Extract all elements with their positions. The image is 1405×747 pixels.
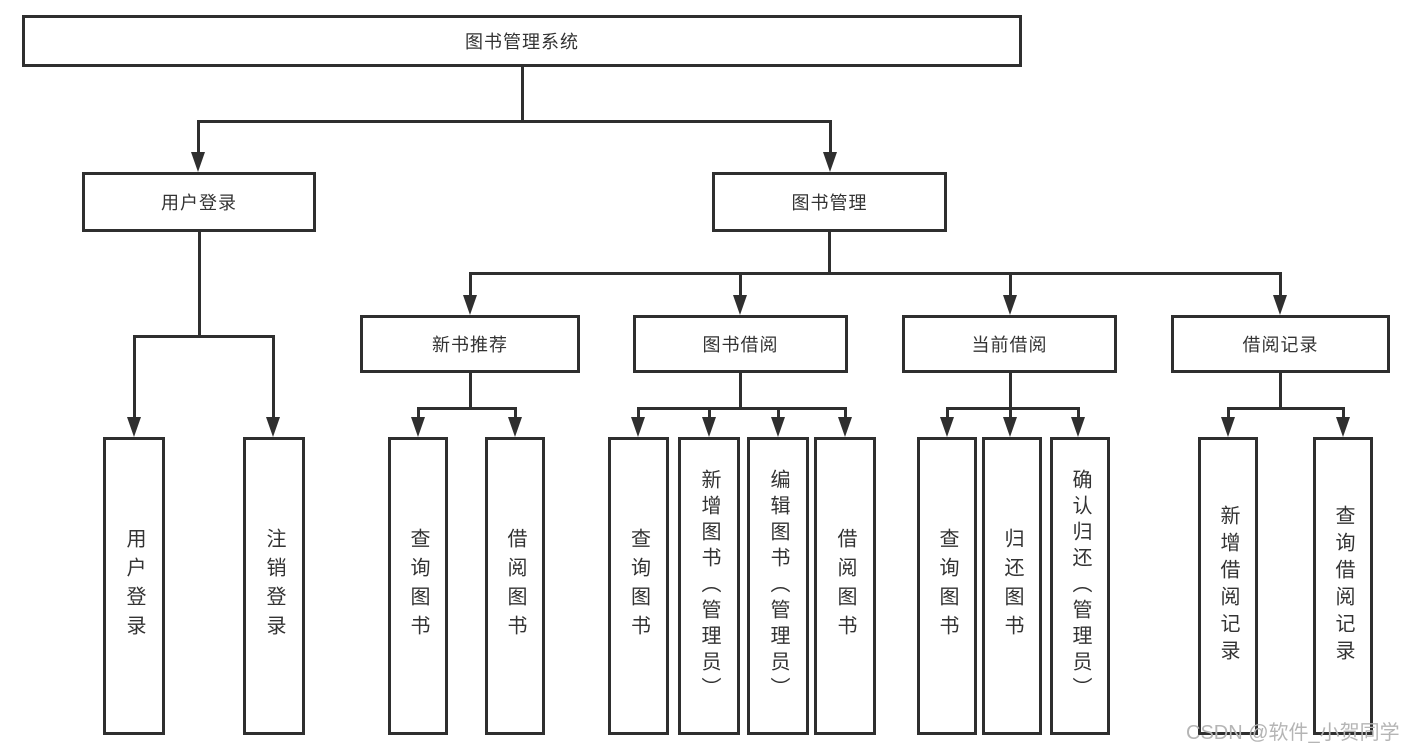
leaf-query-borrow-record-label: 查询借阅记录 [1332, 505, 1354, 667]
arrow-down-icon [823, 152, 837, 172]
connector-current-borrow-stem [1009, 373, 1012, 407]
connector-new-book-stem [469, 373, 472, 407]
connector-book-borrow-rail [637, 407, 847, 410]
leaf-confirm-return-admin-label: 确认归还（管理员） [1069, 469, 1091, 703]
connector-root-rail [197, 120, 831, 123]
connector-drop-new-book [469, 272, 472, 297]
leaf-query-books-borrow: 查询图书 [608, 437, 669, 735]
leaf-query-borrow-record: 查询借阅记录 [1313, 437, 1373, 735]
connector-drop [777, 407, 780, 419]
connector-drop [417, 407, 420, 419]
leaf-borrow-books: 借阅图书 [814, 437, 876, 735]
arrow-down-icon [1273, 295, 1287, 315]
arrow-down-icon [1003, 417, 1017, 437]
connector-drop [946, 407, 949, 419]
connector-drop-current-borrow [1009, 272, 1012, 297]
connector-drop [844, 407, 847, 419]
connector-drop [1077, 407, 1080, 419]
node-root: 图书管理系统 [22, 15, 1022, 67]
node-current-borrow-label: 当前借阅 [971, 335, 1048, 355]
arrow-down-icon [127, 417, 141, 437]
connector-book-management-stem [828, 232, 831, 272]
connector-drop-leaf-logout [272, 335, 275, 419]
connector-drop [1342, 407, 1345, 419]
connector-borrow-records-rail [1227, 407, 1344, 410]
leaf-borrow-books-label: 借阅图书 [834, 528, 856, 644]
connector-drop [637, 407, 640, 419]
leaf-query-books-borrow-label: 查询图书 [627, 528, 650, 644]
node-book-borrow: 图书借阅 [633, 315, 848, 373]
leaf-query-books-recommend: 查询图书 [388, 437, 448, 735]
leaf-borrow-books-recommend-label: 借阅图书 [504, 528, 526, 644]
leaf-return-books: 归还图书 [982, 437, 1042, 735]
node-book-borrow-label: 图书借阅 [702, 335, 779, 355]
connector-drop-book-management [829, 120, 832, 156]
node-borrow-records: 借阅记录 [1171, 315, 1390, 373]
arrow-down-icon [940, 417, 954, 437]
connector-drop [1227, 407, 1230, 419]
node-root-label: 图书管理系统 [465, 32, 579, 52]
connector-borrow-records-stem [1279, 373, 1282, 407]
connector-new-book-rail [417, 407, 517, 410]
arrow-down-icon [1221, 417, 1235, 437]
leaf-user-login: 用户登录 [103, 437, 165, 735]
connector-user-login-stem [198, 232, 201, 335]
watermark: CSDN @软件_小贺同学 [1186, 722, 1400, 744]
connector-drop-user-login [197, 120, 200, 156]
node-new-book-recommend: 新书推荐 [360, 315, 580, 373]
arrow-down-icon [702, 417, 716, 437]
connector-current-borrow-rail [946, 407, 1079, 410]
arrow-down-icon [508, 417, 522, 437]
node-current-borrow: 当前借阅 [902, 315, 1117, 373]
leaf-borrow-books-recommend: 借阅图书 [485, 437, 545, 735]
leaf-confirm-return-admin: 确认归还（管理员） [1050, 437, 1110, 735]
connector-drop-book-borrow [739, 272, 742, 297]
arrow-down-icon [631, 417, 645, 437]
arrow-down-icon [1336, 417, 1350, 437]
leaf-return-books-label: 归还图书 [1001, 528, 1023, 644]
leaf-add-book-admin: 新增图书（管理员） [678, 437, 740, 735]
arrow-down-icon [411, 417, 425, 437]
leaf-add-borrow-record: 新增借阅记录 [1198, 437, 1258, 735]
leaf-query-books-current-label: 查询图书 [936, 528, 958, 644]
leaf-logout: 注销登录 [243, 437, 305, 735]
connector-root-stem [521, 67, 524, 121]
leaf-query-books-recommend-label: 查询图书 [407, 528, 429, 644]
connector-drop [514, 407, 517, 419]
connector-drop-borrow-records [1279, 272, 1282, 297]
leaf-user-login-label: 用户登录 [123, 528, 145, 644]
leaf-edit-book-admin: 编辑图书（管理员） [747, 437, 809, 735]
node-user-login: 用户登录 [82, 172, 316, 232]
leaf-query-books-current: 查询图书 [917, 437, 977, 735]
connector-drop [1009, 407, 1012, 419]
node-book-management: 图书管理 [712, 172, 947, 232]
leaf-add-borrow-record-label: 新增借阅记录 [1217, 505, 1239, 667]
node-user-login-label: 用户登录 [161, 193, 237, 213]
arrow-down-icon [733, 295, 747, 315]
arrow-down-icon [266, 417, 280, 437]
connector-user-login-rail [133, 335, 274, 338]
arrow-down-icon [1003, 295, 1017, 315]
arrow-down-icon [771, 417, 785, 437]
leaf-edit-book-admin-label: 编辑图书（管理员） [767, 469, 789, 703]
node-book-management-label: 图书管理 [791, 193, 868, 213]
node-borrow-records-label: 借阅记录 [1242, 335, 1319, 355]
leaf-add-book-admin-label: 新增图书（管理员） [698, 469, 720, 703]
connector-drop-leaf-user-login [133, 335, 136, 419]
arrow-down-icon [463, 295, 477, 315]
arrow-down-icon [191, 152, 205, 172]
connector-drop [708, 407, 711, 419]
arrow-down-icon [838, 417, 852, 437]
arrow-down-icon [1071, 417, 1085, 437]
node-new-book-recommend-label: 新书推荐 [432, 335, 508, 355]
connector-book-borrow-stem [739, 373, 742, 407]
connector-book-management-rail [469, 272, 1281, 275]
leaf-logout-label: 注销登录 [263, 528, 285, 644]
